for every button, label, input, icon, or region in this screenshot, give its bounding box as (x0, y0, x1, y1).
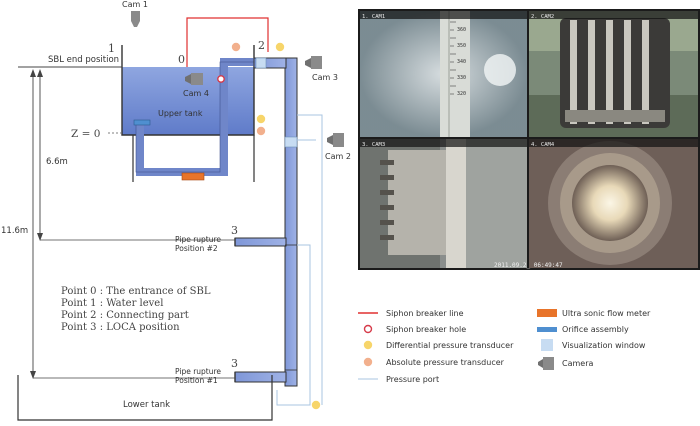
rupture-2-label-a: Pipe rupture (175, 235, 221, 244)
legend-swatch-siphon-breaker-hole (363, 324, 373, 334)
point-number-1: 1 (108, 42, 115, 55)
legend: Siphon breaker line Siphon breaker hole … (358, 309, 651, 384)
camera-3-icon (305, 56, 322, 69)
legend-swatch-camera-icon (538, 357, 554, 370)
point-number-2: 2 (258, 39, 265, 52)
main-vertical-pipe (284, 57, 298, 387)
legend-label-pressure-port: Pressure port (386, 375, 439, 384)
rupture-1-label-b: Position #1 (175, 376, 218, 385)
cam1-panel-label: 1. CAM1 (362, 14, 385, 20)
point-list-item-0: Point 0 : The entrance of SBL (61, 286, 211, 297)
cam4-panel-label: 4. CAM4 (531, 142, 555, 148)
camera-mosaic: 360 350 340 330 320 1. CAM1 (358, 9, 700, 270)
camera-1-icon (131, 11, 140, 27)
pressure-port-line-upper (297, 114, 323, 405)
ultrasonic-flow-meter (181, 172, 205, 181)
point-list-item-1: Point 1 : Water level (61, 298, 163, 309)
legend-label-differential-pressure: Differential pressure transducer (386, 341, 514, 350)
point-number-3-upper: 3 (231, 224, 238, 237)
rupture-1-label-a: Pipe rupture (175, 367, 221, 376)
legend-label-siphon-breaker-line: Siphon breaker line (386, 309, 464, 318)
point-number-3-lower: 3 (231, 357, 238, 370)
ruler-mark-0: 360 (457, 27, 466, 33)
camera-3-label: Cam 3 (312, 73, 338, 82)
cam2-panel-label: 2. CAM2 (531, 14, 554, 20)
camera-4-label: Cam 4 (183, 89, 209, 98)
pressure-port-line-lower (276, 244, 311, 406)
siphon-breaker-line (186, 17, 269, 67)
rupture-pipe-2 (234, 237, 287, 247)
sbl-end-label: SBL end position (48, 55, 119, 65)
height-label-11-6m: 11.6m (1, 226, 28, 236)
z0-label: Z = 0 (71, 128, 100, 140)
point-list-item-3: Point 3 : LOCA position (61, 322, 180, 333)
camera-4-icon (185, 73, 203, 85)
differential-pressure-transducer-1 (275, 42, 285, 52)
cam3-view: 3. CAM3 (360, 139, 527, 268)
ruler-mark-3: 330 (457, 75, 466, 81)
siphon-breaker-hole (217, 75, 225, 83)
legend-swatch-orifice-assembly (537, 327, 557, 332)
differential-pressure-transducer-2 (256, 114, 266, 124)
ruler-mark-4: 320 (457, 91, 466, 97)
upper-tank-label: Upper tank (158, 109, 203, 118)
camera-2-icon (327, 133, 344, 147)
cam2-view: 2. CAM2 (529, 11, 698, 137)
legend-label-visualization-window: Visualization window (562, 341, 646, 350)
legend-swatch-differential-pressure (363, 340, 373, 350)
height-label-6-6m: 6.6m (46, 157, 68, 167)
cam3-panel-label: 3. CAM3 (362, 142, 385, 148)
differential-pressure-transducer-3 (311, 400, 321, 410)
visualization-window-top (255, 57, 267, 69)
ruler-mark-1: 350 (457, 43, 466, 49)
legend-label-camera: Camera (562, 359, 593, 368)
legend-label-orifice-assembly: Orifice assembly (562, 325, 629, 334)
orifice-assembly (133, 119, 151, 126)
point-number-0: 0 (178, 53, 185, 66)
upper-tank-outline (121, 45, 255, 136)
ruler-mark-2: 340 (457, 59, 466, 65)
lower-tank-outline (17, 375, 273, 421)
rupture-pipe-1 (234, 371, 287, 383)
legend-label-absolute-pressure: Absolute pressure transducer (386, 358, 505, 367)
absolute-pressure-transducer-1 (231, 42, 241, 52)
cam1-view: 360 350 340 330 320 1. CAM1 (360, 11, 527, 137)
legend-swatch-absolute-pressure (363, 357, 373, 367)
legend-swatch-ultrasonic-flow-meter (537, 309, 557, 317)
point-list-item-2: Point 2 : Connecting part (61, 310, 189, 321)
camera-1-label: Cam 1 (122, 0, 148, 9)
lower-tank-label: Lower tank (123, 400, 170, 410)
visualization-window-mid (284, 136, 298, 148)
camera-timestamp: 2011.09.2_ 06:49:47 (494, 262, 563, 269)
legend-label-ultrasonic-flow-meter: Ultra sonic flow meter (562, 309, 651, 318)
rupture-2-label-b: Position #2 (175, 244, 218, 253)
camera-2-label: Cam 2 (325, 152, 351, 161)
legend-swatch-visualization-window (541, 339, 553, 351)
cam1-ruler (440, 11, 470, 137)
absolute-pressure-transducer-2 (256, 126, 266, 136)
cam4-view: 4. CAM4 (529, 139, 698, 268)
legend-label-siphon-breaker-hole: Siphon breaker hole (386, 325, 466, 334)
